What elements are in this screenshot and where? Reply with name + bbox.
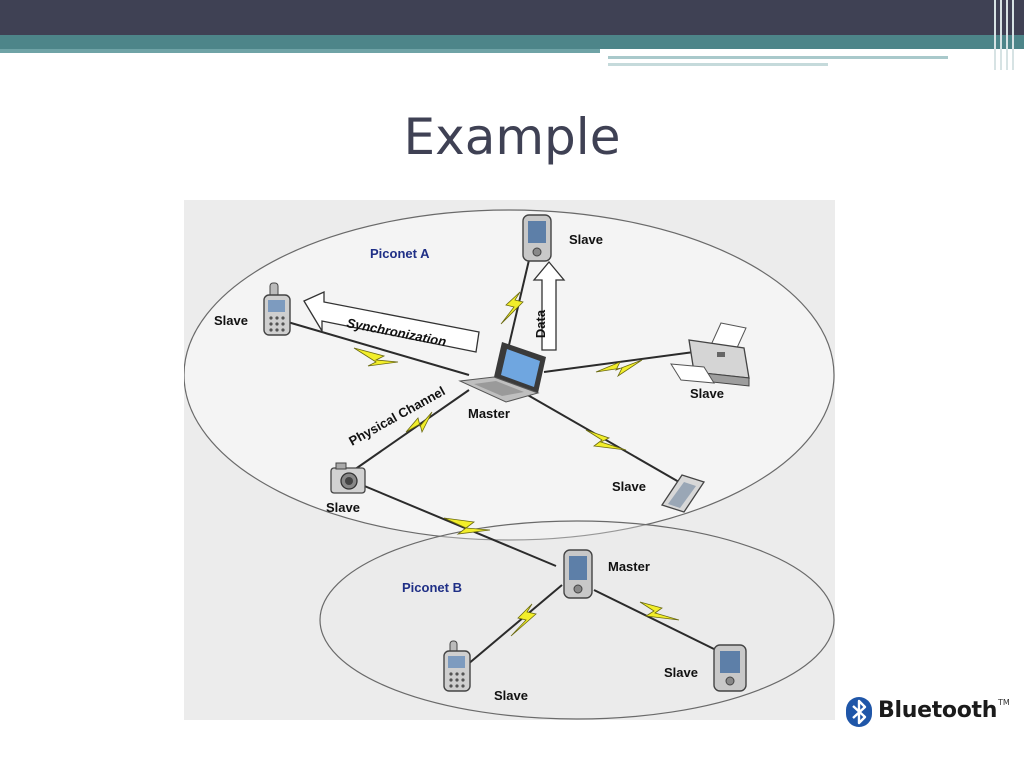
slave-label: Slave (326, 500, 360, 515)
slave-label: Slave (612, 479, 646, 494)
pda-icon (522, 214, 552, 262)
cell-phone-icon (443, 640, 471, 692)
lightning-icon (585, 429, 627, 451)
piconet-a-label: Piconet A (370, 246, 430, 261)
lightning-icon (405, 411, 433, 434)
data-label: Data (533, 309, 548, 338)
master-label: Master (608, 559, 650, 574)
accent-line (608, 56, 948, 59)
teal-accent-bar (0, 35, 1024, 49)
master-label: Master (468, 406, 510, 421)
laptop-icon (458, 342, 546, 403)
accent-line (608, 63, 828, 66)
lightning-bolts (353, 291, 680, 637)
lightning-icon (639, 601, 680, 621)
lightning-icon (510, 603, 537, 637)
top-bar (0, 0, 1024, 35)
pda-icon (713, 644, 747, 692)
slide-title: Example (403, 108, 621, 166)
lightning-icon (595, 359, 643, 378)
pda-icon (563, 549, 593, 599)
bluetooth-icon (846, 697, 872, 727)
teal-accent-line (0, 49, 600, 53)
trademark: TM (998, 698, 1010, 707)
bluetooth-wordmark: Bluetooth (878, 698, 998, 723)
data-arrow: Data (532, 260, 566, 351)
cell-phone-icon (263, 282, 291, 336)
connection-lines (273, 259, 717, 671)
lightning-icon (353, 347, 399, 367)
lightning-icon (500, 291, 524, 325)
printer-icon (670, 322, 750, 387)
lightning-icon (443, 517, 491, 535)
piconet-b-label: Piconet B (402, 580, 462, 595)
decorative-stripes (990, 0, 1024, 70)
slave-label: Slave (214, 313, 248, 328)
bluetooth-logo: Bluetooth TM (846, 696, 1016, 728)
slave-label: Slave (494, 688, 528, 703)
flip-phone-icon (660, 474, 706, 513)
slave-label: Slave (664, 665, 698, 680)
slave-label: Slave (569, 232, 603, 247)
piconet-diagram: Synchronization Data Physical Channel (184, 200, 835, 720)
camera-icon (330, 462, 366, 494)
diagram-canvas: Synchronization Data Physical Channel (184, 209, 835, 720)
slave-label: Slave (690, 386, 724, 401)
